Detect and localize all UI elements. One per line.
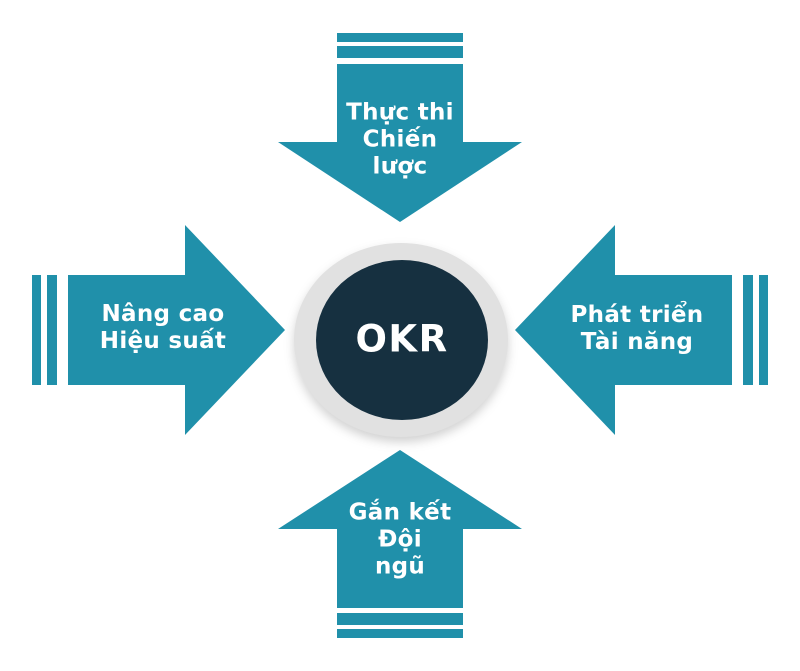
label-line: Đội — [378, 526, 422, 553]
label-team-engagement: Gắn kết Đội ngũ — [349, 500, 452, 581]
arrow-left-stripe-1 — [32, 275, 41, 385]
label-line: Tài năng — [580, 329, 694, 355]
arrow-right-shape — [515, 225, 732, 435]
arrow-right-stripe-1 — [759, 275, 768, 385]
arrow-bottom-stripe-2 — [337, 613, 463, 625]
arrow-up-icon — [278, 450, 522, 638]
label-line: Nâng cao — [101, 301, 225, 327]
arrow-down-icon — [278, 33, 522, 222]
label-line: lược — [372, 153, 428, 180]
label-line: Phát triển — [570, 302, 704, 328]
arrow-top-stripe-2 — [337, 46, 463, 58]
arrow-bottom-stripe-1 — [337, 629, 463, 638]
arrow-top-shape — [278, 64, 522, 222]
center-label: OKR — [355, 317, 449, 361]
label-line: Hiệu suất — [99, 328, 227, 354]
label-line: Gắn kết — [348, 499, 452, 526]
label-strategy-execution: Thực thi Chiến lược — [346, 100, 454, 181]
arrow-left-icon — [515, 225, 768, 435]
label-performance-improvement: Nâng cao Hiệu suất — [100, 301, 226, 355]
arrow-right-icon — [32, 225, 285, 435]
center-circle — [316, 260, 488, 420]
label-line: ngũ — [374, 553, 426, 580]
arrow-right-stripe-2 — [743, 275, 753, 385]
arrow-top-stripe-1 — [337, 33, 463, 42]
label-line: Thực thi — [346, 99, 454, 126]
arrow-left-stripe-2 — [47, 275, 57, 385]
label-line: Chiến — [362, 126, 438, 153]
label-talent-development: Phát triển Tài năng — [571, 302, 704, 356]
arrow-left-shape — [68, 225, 285, 435]
arrow-bottom-shape — [278, 450, 522, 608]
